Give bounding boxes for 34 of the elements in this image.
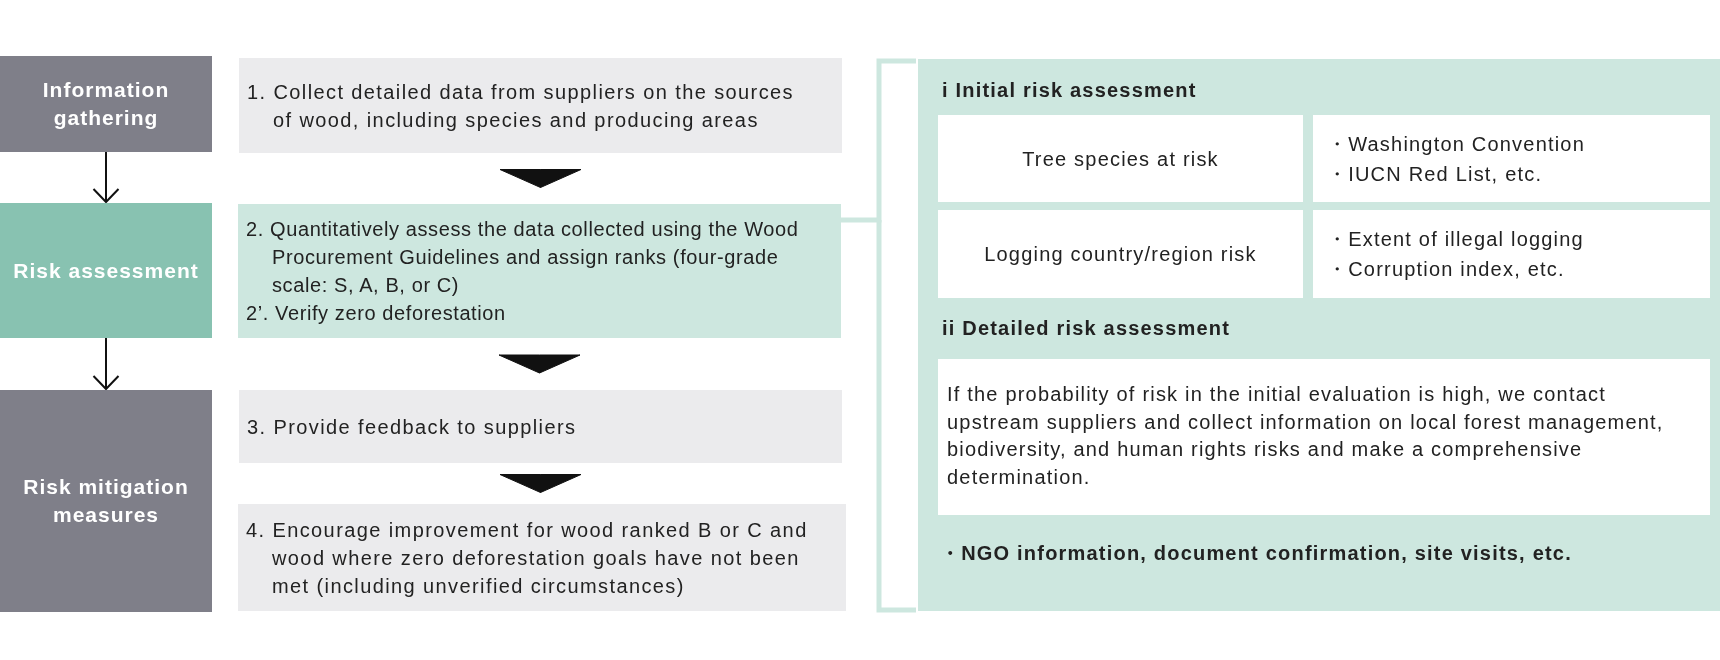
table-cell (938, 210, 1303, 298)
arrow (92, 151, 120, 203)
flow-arrow (499, 169, 582, 188)
step-text: 2’. Verify zero deforestation (246, 301, 507, 326)
bullet-item: ・Extent of illegal logging (1327, 227, 1584, 252)
table-cell (1313, 210, 1710, 298)
flow-arrow (498, 354, 581, 374)
table-cell (1313, 115, 1710, 202)
section-heading: i Initial risk assessment (942, 78, 1197, 103)
description-text: If the probability of risk in the initial evaluation is high, we contact upstream suppliers and collect information on local forest management, biodiversity, and human rights risks and make a comprehensive determination. (947, 382, 1665, 490)
bullet-item: ・IUCN Red List, etc. (1327, 161, 1543, 187)
risk-category: Logging country/region risk (984, 242, 1257, 267)
step-text: 3. Provide feedback to suppliers (247, 414, 578, 440)
stage-label: Risk assessment (13, 257, 199, 284)
step-text: 2. Quantitatively assess the data collected using the Wood Procurement Guidelines and assign ranks (four-grade scale: S, A, B, or C) (246, 217, 800, 298)
risk-category: Tree species at risk (1022, 146, 1219, 172)
connector-line (841, 58, 916, 223)
section-heading: ii Detailed risk assessment (942, 316, 1231, 341)
step-box (238, 204, 841, 338)
flow-arrow (499, 474, 582, 493)
description-box (938, 359, 1710, 515)
bullet-item: ・Washington Convention (1327, 131, 1585, 157)
step-text: 4. Encourage improvement for wood ranked B or C and wood where zero deforestation goals have not been met (including unverified circumstances) (246, 517, 809, 599)
table-cell (938, 115, 1303, 202)
arrow (92, 337, 120, 390)
bullet-note: ・NGO information, document confirmation, site visits, etc. (940, 541, 1572, 566)
bullet-item: ・Corruption index, etc. (1327, 257, 1565, 282)
step-text: 1. Collect detailed data from suppliers on the sources of wood, including species and producing areas (247, 79, 795, 133)
stage-box (0, 56, 212, 152)
stage-box (0, 203, 212, 338)
assessment-panel (918, 59, 1720, 611)
stage-label: Risk mitigation measures (22, 474, 190, 528)
stage-label: Information gathering (41, 77, 171, 131)
stage-box (0, 390, 212, 612)
